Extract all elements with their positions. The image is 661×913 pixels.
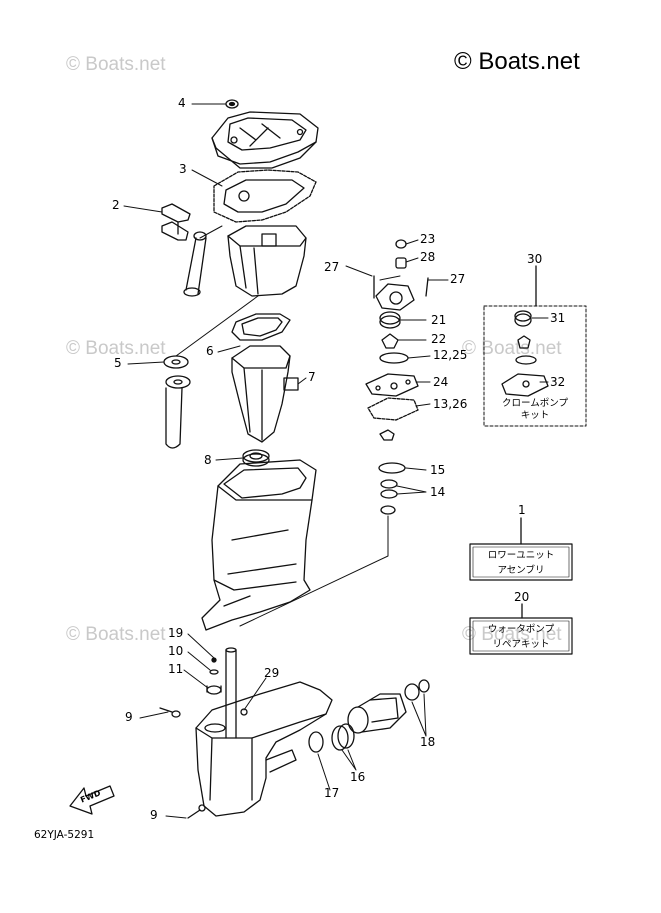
watermark-mid-left: © Boats.net xyxy=(66,338,166,359)
callout-17: 17 xyxy=(324,786,340,800)
callout-4: 4 xyxy=(178,96,186,110)
watermark-top-left: © Boats.net xyxy=(66,54,166,75)
watermark-mid-right: © Boats.net xyxy=(462,338,562,359)
part-lower-casing xyxy=(195,681,333,817)
water-pump-repair-kit-label: ウォータポンプ リペアキット xyxy=(473,622,569,652)
callout-22: 22 xyxy=(431,332,447,346)
callout-11: 11 xyxy=(168,662,184,676)
callout-9-bottom: 9 xyxy=(150,808,158,822)
callout-30: 30 xyxy=(527,252,543,266)
callout-10: 10 xyxy=(168,644,184,658)
chrome-pump-kit-label: クロームポンプ キット xyxy=(486,398,584,422)
callout-21: 21 xyxy=(431,313,447,327)
callout-32: 32 xyxy=(550,375,566,389)
copyright-label: © Boats.net xyxy=(454,48,580,75)
diagram-code: 62YJA-5291 xyxy=(34,829,95,841)
part-6-gasket xyxy=(231,313,291,341)
part-upper-casing xyxy=(201,459,317,631)
callout-3: 3 xyxy=(179,162,187,176)
part-exhaust-tube xyxy=(231,345,299,443)
callout-13-26: 13,26 xyxy=(433,397,468,411)
chrome-pump-kit-box xyxy=(483,265,587,427)
lower-unit-assembly-line-1: ロワーユニット xyxy=(487,550,555,561)
callout-12-25: 12,25 xyxy=(433,348,468,362)
callout-5: 5 xyxy=(114,356,122,370)
fwd-arrow-icon xyxy=(69,785,115,815)
water-pump-repair-kit-line-1: ウォータポンプ xyxy=(487,624,555,635)
watermark-lower-right: © Boats.net xyxy=(462,624,562,645)
water-pump-repair-kit-line-2: リペアキット xyxy=(492,639,550,650)
part-5-water-tube xyxy=(163,355,191,449)
part-3-gasket xyxy=(213,169,317,223)
callout-1: 1 xyxy=(518,503,526,517)
callout-28: 28 xyxy=(420,250,436,264)
callout-6: 6 xyxy=(206,344,214,358)
part-8-seal xyxy=(242,449,270,467)
callout-24: 24 xyxy=(433,375,449,389)
water-pump-repair-kit-box xyxy=(469,603,573,655)
callout-9-top: 9 xyxy=(125,710,133,724)
chrome-pump-kit-line-1: クロームポンプ xyxy=(502,398,568,409)
callout-8: 8 xyxy=(204,453,212,467)
part-2-bracket xyxy=(161,203,191,241)
callout-23: 23 xyxy=(420,232,436,246)
callout-7: 7 xyxy=(308,370,316,384)
lower-unit-assembly-label: ロワーユニット アセンブリ xyxy=(473,548,569,578)
callout-19: 19 xyxy=(168,626,184,640)
part-top-cover xyxy=(211,111,319,169)
lower-unit-assembly-box xyxy=(469,517,573,581)
part-4-grommet xyxy=(225,99,239,109)
callout-27-right: 27 xyxy=(450,272,466,286)
callout-18: 18 xyxy=(420,735,436,749)
leader-lines xyxy=(123,103,549,819)
callout-14: 14 xyxy=(430,485,446,499)
part-prop-shaft-housing xyxy=(308,679,430,753)
callout-29: 29 xyxy=(264,666,280,680)
part-seals-19-10-11 xyxy=(206,657,222,695)
chrome-pump-kit-line-2: キット xyxy=(520,410,550,421)
guide-lines xyxy=(175,225,401,627)
part-exhaust-housing xyxy=(227,225,307,297)
callout-27-left: 27 xyxy=(324,260,340,274)
callout-2: 2 xyxy=(112,198,120,212)
callout-20: 20 xyxy=(514,590,530,604)
callout-31: 31 xyxy=(550,311,566,325)
watermark-lower-left: © Boats.net xyxy=(66,624,166,645)
part-water-pump-stack xyxy=(365,239,429,515)
callout-15: 15 xyxy=(430,463,446,477)
part-water-tube xyxy=(183,231,207,297)
lower-unit-assembly-line-2: アセンブリ xyxy=(497,565,545,576)
part-9-screws xyxy=(159,707,206,819)
part-drive-shaft xyxy=(225,647,237,739)
callout-16: 16 xyxy=(350,770,366,784)
